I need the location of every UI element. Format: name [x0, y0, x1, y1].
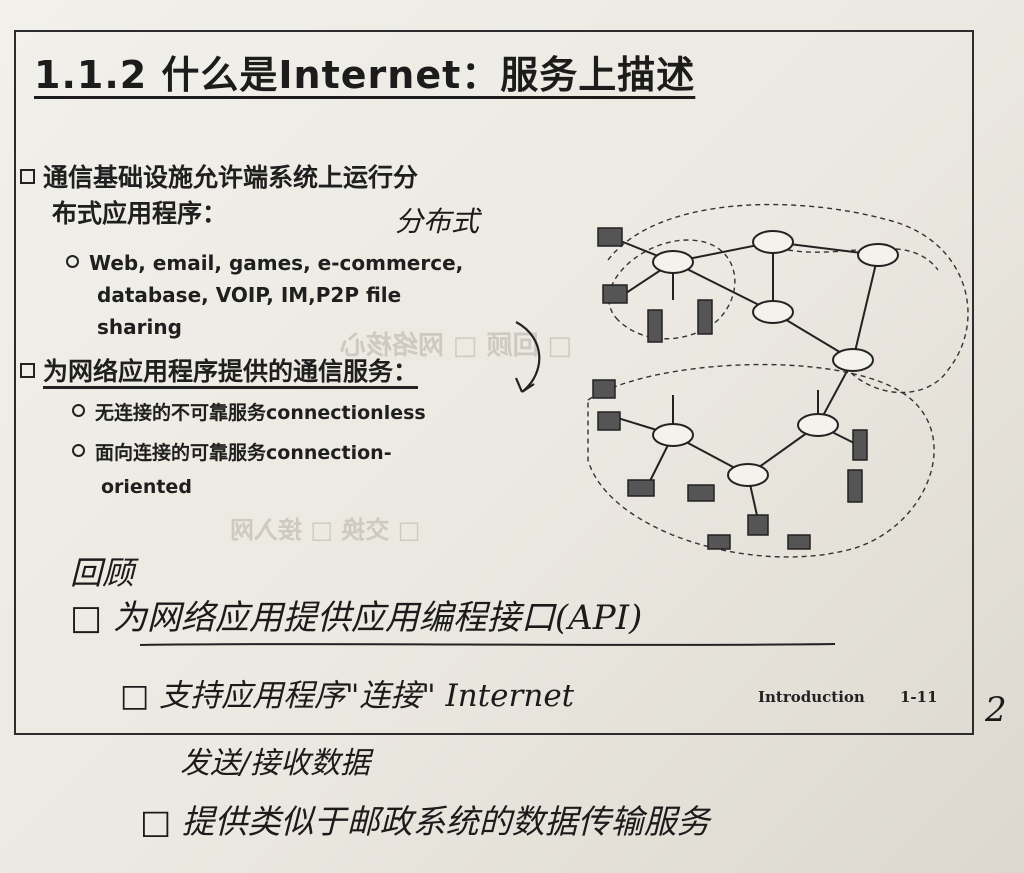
handwritten-bracket [514, 321, 541, 393]
sub-bullet-connection-oriented-cont: oriented [101, 476, 192, 498]
checkbox-bullet-icon [20, 169, 35, 184]
slide-title: 1.1.2 什么是Internet：服务上描述 [34, 53, 696, 97]
handwritten-rule [140, 643, 836, 646]
checkbox-bullet-icon [20, 363, 35, 378]
handwritten-line-connect: □ 支持应用程序"连接" Internet [120, 678, 575, 714]
handwritten-line-send-receive: 发送/接收数据 [180, 746, 371, 781]
handwritten-line-api: □ 为网络应用提供应用编程接口(API) [70, 598, 643, 638]
handwritten-note-distributed: 分布式 [395, 205, 480, 238]
sub-bullet-apps-cont: database, VOIP, IM,P2P file [97, 283, 402, 307]
sub-bullet-connectionless: 无连接的不可靠服务connectionless [72, 398, 426, 429]
handwritten-margin-mark: 2 [985, 690, 1007, 730]
handwritten-line-postal: □ 提供类似于邮政系统的数据传输服务 [140, 802, 710, 841]
circle-bullet-icon [66, 255, 79, 268]
handwritten-heading-review: 回顾 [70, 554, 135, 592]
slide-frame [14, 30, 974, 735]
network-diagram [587, 203, 969, 558]
bullet-infrastructure: 通信基础设施允许端系统上运行分 [20, 160, 418, 196]
bullet-infrastructure-cont: 布式应用程序： [52, 199, 228, 228]
footer-page-number: 1-11 [900, 688, 938, 706]
sub-bullet-apps: Web, email, games, e-commerce, [66, 248, 463, 279]
circle-bullet-icon [72, 444, 85, 457]
bullet-services: 为网络应用程序提供的通信服务： [20, 354, 419, 390]
sub-bullet-connection-oriented: 面向连接的可靠服务connection- [72, 438, 392, 469]
circle-bullet-icon [72, 404, 85, 417]
footer-label: Introduction [758, 688, 865, 706]
sub-bullet-apps-cont: sharing [97, 315, 182, 339]
